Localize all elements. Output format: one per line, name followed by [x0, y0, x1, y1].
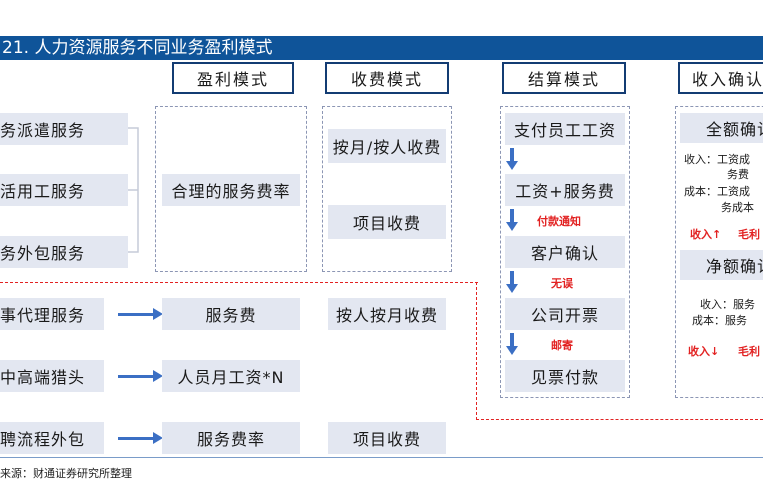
revenue-net-income-label: 收入: [688, 345, 710, 358]
service-rpo: 聘流程外包: [0, 422, 104, 454]
arrow-down-3: [506, 271, 518, 293]
revenue-net-margin: 毛利: [738, 345, 760, 358]
revenue-gross-line-1: 收入：工资成: [684, 153, 750, 166]
red-highlight-region: [0, 282, 478, 283]
settlement-group: [500, 106, 630, 398]
revenue-net-line-2: 成本：服务: [692, 314, 747, 327]
revenue-net-line-1: 收入：服务: [700, 298, 755, 311]
fee-per-person-monthly: 按人按月收费: [328, 298, 446, 330]
header-settlement: 结算模式: [502, 62, 626, 94]
arrow-down-1: [506, 148, 518, 170]
label-no-error: 无误: [551, 277, 573, 290]
arrow-up-icon: ↑: [712, 228, 722, 241]
settlement-pay-salary: 支付员工工资: [505, 113, 625, 145]
arrow-down-4: [506, 333, 518, 355]
revenue-gross-line-4: 务成本: [721, 201, 754, 214]
profit-model-group: [155, 106, 307, 272]
arrow-down-2: [506, 209, 518, 231]
fee-project-2: 项目收费: [328, 422, 446, 454]
red-highlight-vertical: [476, 282, 477, 420]
service-outsourcing: 务外包服务: [0, 236, 128, 268]
fee-model-group: [322, 106, 452, 272]
red-highlight-bottom: [476, 419, 763, 420]
service-dispatch: 务派遣服务: [0, 113, 128, 145]
fee-monthly-per-person: 按月/按人收费: [328, 129, 446, 163]
figure-title: 21. 人力资源服务不同业务盈利模式: [0, 36, 763, 60]
profit-reasonable-fee-rate: 合理的服务费率: [162, 174, 300, 206]
label-mail: 邮寄: [551, 339, 573, 352]
arrow-down-icon: ↓: [710, 345, 720, 358]
settlement-invoice: 公司开票: [505, 298, 625, 330]
label-payment-notice: 付款通知: [537, 215, 581, 228]
profit-fee-rate: 服务费率: [162, 422, 300, 454]
service-flexible: 活用工服务: [0, 174, 128, 206]
revenue-gross-income-label: 收入: [690, 228, 712, 241]
header-fee-model: 收费模式: [325, 62, 449, 94]
revenue-gross-margin: 毛利: [738, 228, 760, 241]
revenue-gross-line-3: 成本：工资成: [684, 185, 750, 198]
service-headhunting: 中高端猎头: [0, 360, 104, 392]
bracket-connector: [128, 127, 139, 253]
settlement-client-confirm: 客户确认: [505, 236, 625, 268]
revenue-gross-line-2: 务费: [727, 168, 749, 181]
revenue-net-income-down: 收入↓: [688, 343, 719, 359]
header-revenue: 收入确认: [678, 62, 763, 94]
header-profit-model: 盈利模式: [172, 62, 294, 94]
arrow-right-2: [118, 370, 163, 382]
revenue-gross-title: 全额确认: [680, 113, 763, 143]
revenue-gross-income-up: 收入↑: [690, 226, 721, 242]
arrow-right-1: [118, 308, 163, 320]
fee-project: 项目收费: [328, 205, 446, 239]
source-divider: [0, 457, 763, 458]
revenue-group: [675, 106, 763, 398]
profit-service-fee: 服务费: [162, 298, 300, 330]
arrow-right-3: [118, 432, 163, 444]
revenue-net-title: 净额确认: [680, 250, 763, 280]
source-note: 来源：财通证券研究所整理: [0, 467, 132, 480]
settlement-salary-plus-fee: 工资+服务费: [505, 174, 625, 206]
settlement-payment: 见票付款: [505, 360, 625, 392]
service-personnel-agency: 事代理服务: [0, 298, 104, 330]
profit-monthly-salary: 人员月工资*N: [162, 360, 300, 392]
